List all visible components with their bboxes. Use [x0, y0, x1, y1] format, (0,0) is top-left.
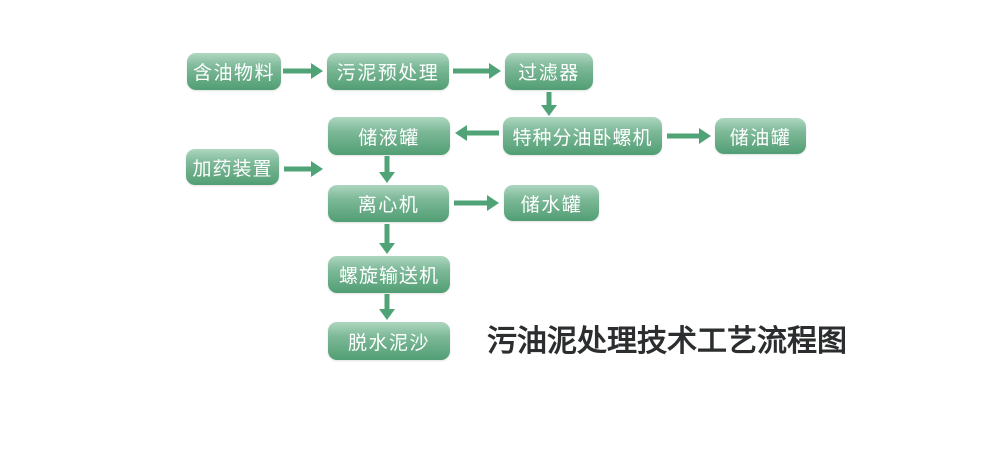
- node-filter: 过滤器: [505, 53, 593, 90]
- arrow-right-icon-oily-to-pretreatment: [283, 63, 323, 79]
- arrow-right-icon-pretreatment-to-filter: [453, 63, 501, 79]
- arrow-left-icon-decanter-to-liquid-tank: [455, 125, 499, 141]
- diagram-title: 污油泥处理技术工艺流程图: [487, 325, 847, 358]
- node-water-storage-tank: 储水罐: [504, 185, 599, 221]
- node-special-oil-separation-decanter: 特种分油卧螺机: [503, 117, 662, 155]
- node-dosing-device: 加药装置: [186, 149, 279, 185]
- node-oily-material: 含油物料: [187, 53, 281, 90]
- arrow-right-icon-decanter-to-oil-tank: [667, 128, 711, 144]
- node-oil-storage-tank: 储油罐: [715, 118, 806, 154]
- node-screw-conveyor: 螺旋输送机: [328, 256, 450, 293]
- node-centrifuge: 离心机: [328, 185, 449, 222]
- arrow-down-icon-centrifuge-to-screw: [379, 224, 395, 254]
- arrow-down-icon-screw-to-dewatered: [379, 294, 395, 320]
- node-sludge-pretreatment: 污泥预处理: [327, 53, 449, 90]
- arrow-down-icon-liquid-tank-to-centrifuge: [379, 156, 395, 183]
- arrow-right-icon-dosing-to-centrifuge: [284, 161, 323, 177]
- arrow-down-icon-filter-to-decanter: [541, 92, 557, 116]
- node-liquid-storage-tank: 储液罐: [328, 117, 450, 155]
- arrow-right-icon-centrifuge-to-water-tank: [454, 195, 499, 211]
- node-dewatered-sludge: 脱水泥沙: [328, 322, 450, 360]
